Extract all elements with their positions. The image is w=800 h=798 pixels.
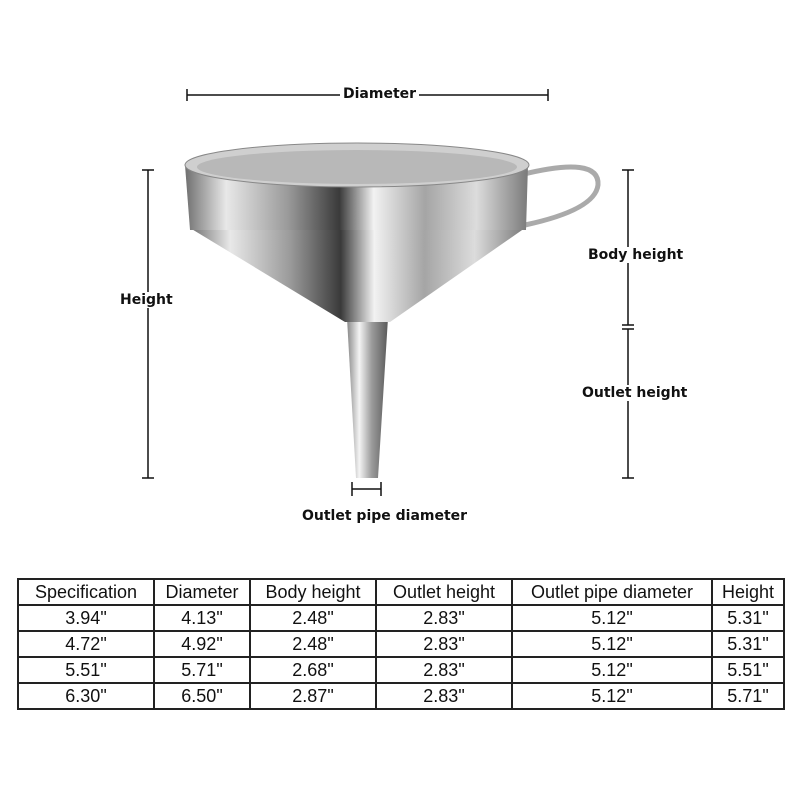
table-cell: 3.94" (17, 604, 155, 632)
table-cell: 6.50" (153, 682, 251, 710)
header-cell: Diameter (153, 578, 251, 606)
table-cell: 2.87" (249, 682, 377, 710)
table-cell: 5.12" (511, 656, 713, 684)
outlet-height-label: Outlet height (582, 385, 688, 401)
funnel-illustration (142, 89, 634, 496)
height-label: Height (120, 292, 173, 308)
table-row: 5.51"5.71"2.68"2.83"5.12"5.51" (17, 656, 785, 684)
table-cell: 4.92" (153, 630, 251, 658)
header-cell: Height (711, 578, 785, 606)
table-cell: 2.83" (375, 630, 513, 658)
table-row: 4.72"4.92"2.48"2.83"5.12"5.31" (17, 630, 785, 658)
table-cell: 5.12" (511, 682, 713, 710)
table-cell: 5.71" (153, 656, 251, 684)
table-cell: 2.83" (375, 604, 513, 632)
table-cell: 5.51" (711, 656, 785, 684)
header-cell: Outlet height (375, 578, 513, 606)
specification-table: Specification Diameter Body height Outle… (17, 578, 785, 710)
table-cell: 5.71" (711, 682, 785, 710)
table-cell: 4.13" (153, 604, 251, 632)
table-cell: 6.30" (17, 682, 155, 710)
header-cell: Body height (249, 578, 377, 606)
table-cell: 2.83" (375, 656, 513, 684)
table-cell: 5.51" (17, 656, 155, 684)
table-cell: 4.72" (17, 630, 155, 658)
outlet-pipe-diameter-label: Outlet pipe diameter (302, 508, 468, 524)
table-header-row: Specification Diameter Body height Outle… (17, 578, 785, 606)
table-cell: 2.48" (249, 630, 377, 658)
table-cell: 5.12" (511, 630, 713, 658)
header-cell: Outlet pipe diameter (511, 578, 713, 606)
table-row: 6.30"6.50"2.87"2.83"5.12"5.71" (17, 682, 785, 710)
table-cell: 2.83" (375, 682, 513, 710)
header-cell: Specification (17, 578, 155, 606)
body-height-label: Body height (588, 247, 684, 263)
table-row: 3.94"4.13"2.48"2.83"5.12"5.31" (17, 604, 785, 632)
table-cell: 2.68" (249, 656, 377, 684)
table-cell: 2.48" (249, 604, 377, 632)
table-cell: 5.12" (511, 604, 713, 632)
table-cell: 5.31" (711, 604, 785, 632)
diameter-label: Diameter (340, 86, 420, 102)
table-cell: 5.31" (711, 630, 785, 658)
